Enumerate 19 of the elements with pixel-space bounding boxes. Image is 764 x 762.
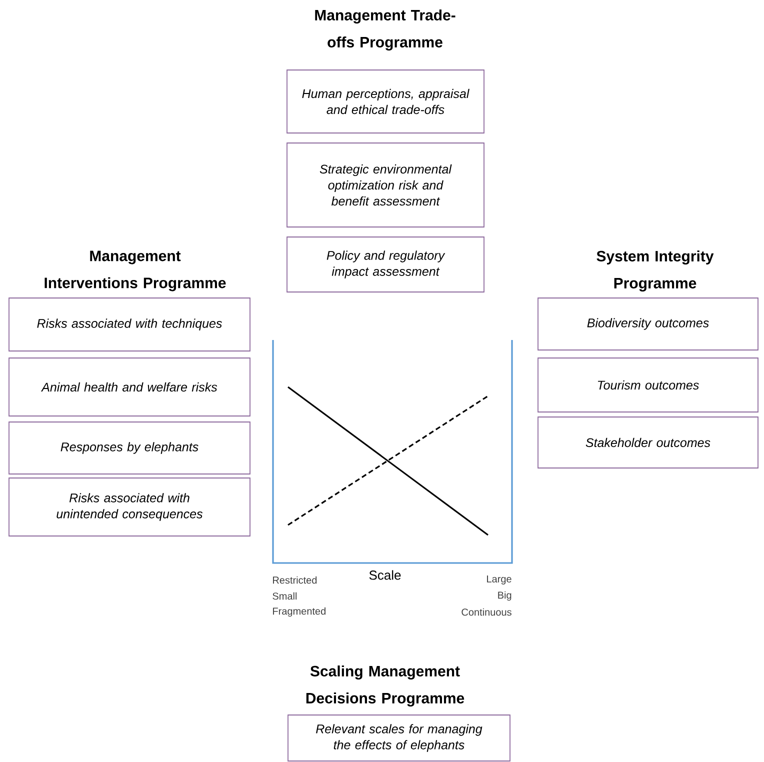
text-box: Biodiversity outcomes [538,298,758,350]
axis-label: Continuous [462,608,512,616]
axis-label: Big [498,591,512,601]
programme-heading: Management Trade-offs Programme [315,9,456,51]
text-box: Risks associated with techniques [8,298,250,352]
text-box: Relevant scales for managing the effects of elephants [288,714,510,762]
text-box: Strategic environmental optimization risk and benefit assessment [286,142,484,228]
text-box: Risks associated with unintended consequences [8,478,250,536]
axis-label: Large [487,576,512,584]
text-box: Responses by elephants [8,422,250,474]
axis-label: Small [272,592,297,600]
text-box: Policy and regulatory impact assessment [286,236,484,292]
axis-title: Scale [369,570,401,580]
text-box: Tourism outcomes [538,358,758,412]
text-box: Animal health and welfare risks [8,358,250,416]
axis-label: Fragmented [273,607,326,617]
text-box: Human perceptions, appraisal and ethical trade-offs [286,70,484,134]
axis-label: Restricted [273,576,317,584]
text-box: Stakeholder outcomes [538,416,758,468]
